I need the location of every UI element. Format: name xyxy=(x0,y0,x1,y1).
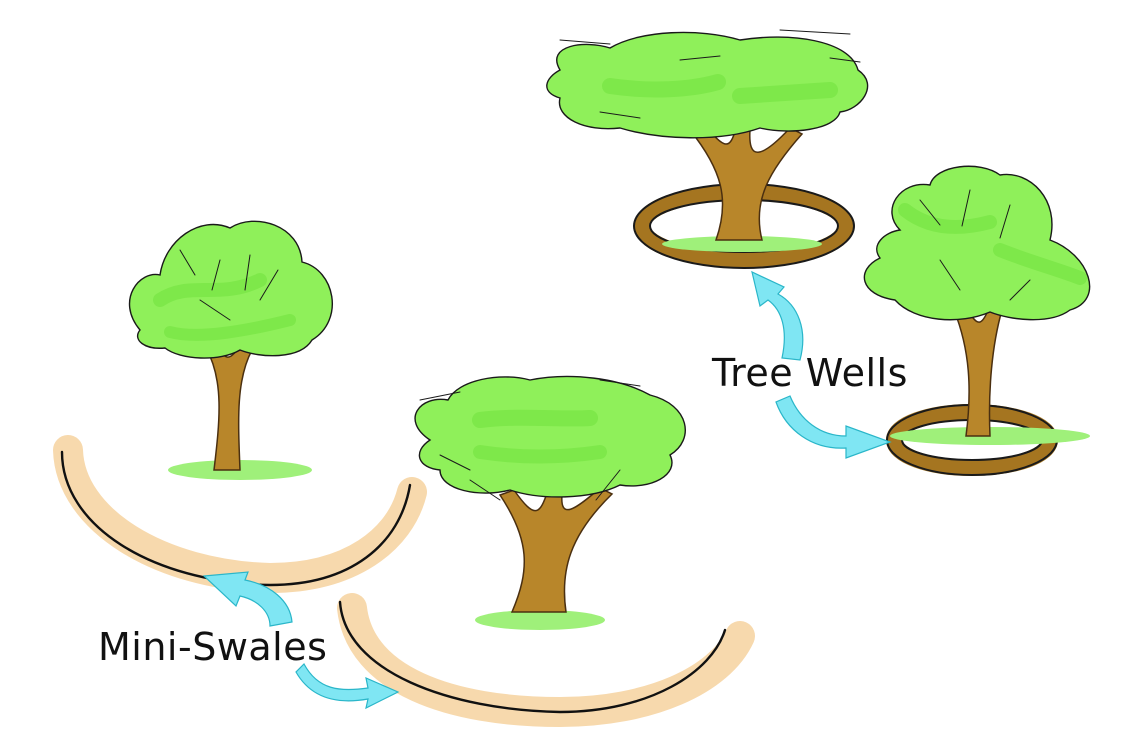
tree-middle xyxy=(414,375,686,630)
tree-right xyxy=(863,165,1091,445)
label-tree-wells: Tree Wells xyxy=(711,351,908,395)
tree-top-right xyxy=(546,29,869,252)
mini-swale-right xyxy=(337,593,755,728)
arrow-to-left-swale xyxy=(202,571,293,627)
arrow-to-right-swale xyxy=(295,663,400,710)
tree-left xyxy=(128,220,333,480)
label-mini-swales: Mini-Swales xyxy=(98,625,327,669)
arrow-to-bottom-well xyxy=(775,395,892,459)
arrow-to-top-well xyxy=(751,270,804,361)
